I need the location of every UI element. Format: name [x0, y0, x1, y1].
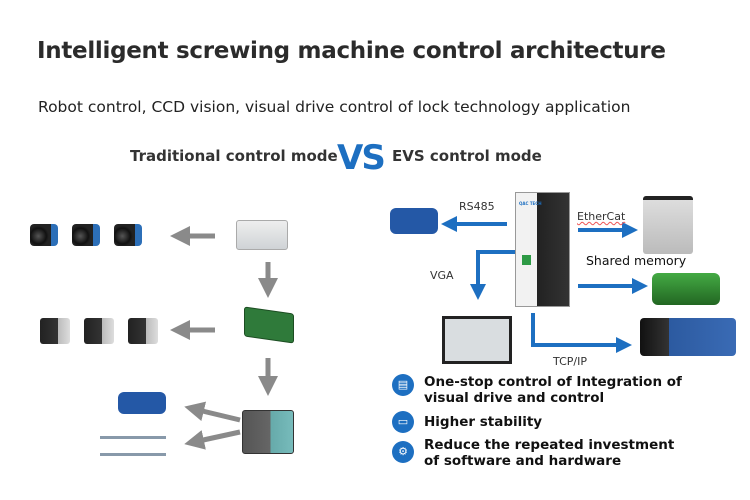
ethercat-label: EtherCat — [577, 210, 626, 223]
camera-group — [30, 224, 142, 246]
tcpip-label: TCP/IP — [553, 355, 587, 368]
arrow-tcpip — [531, 313, 632, 353]
servo-motor-icon — [128, 318, 158, 344]
camera-icon — [30, 224, 58, 246]
industrial-cameras-icon — [640, 318, 736, 356]
benefit-text: Higher stability — [424, 414, 543, 430]
vga-label: VGA — [430, 269, 454, 282]
network-gear-icon: ⚙ — [392, 441, 414, 463]
arrow-vga — [470, 250, 515, 300]
subtitle: Robot control, CCD vision, visual drive … — [38, 98, 631, 116]
plc-icon — [242, 410, 294, 454]
rs485-label: RS485 — [459, 200, 495, 213]
calendar-icon: ▭ — [392, 411, 414, 433]
io-module-icon — [100, 436, 166, 456]
driver-icon — [118, 392, 166, 414]
hmi-touchscreen-icon — [442, 316, 512, 364]
brand-label: QAC TECH — [519, 201, 542, 206]
memory-module-icon — [652, 273, 720, 305]
motor-group — [40, 318, 158, 344]
camera-icon — [72, 224, 100, 246]
benefit-item: ▭ Higher stability — [392, 411, 692, 433]
benefit-text: One-stop control of Integration of visua… — [424, 374, 682, 406]
arrow-plc-to-io — [184, 429, 241, 450]
camera-icon — [114, 224, 142, 246]
servo-motor-icon — [40, 318, 70, 344]
evs-controller: QAC TECH — [515, 192, 570, 307]
scara-robot-icon — [643, 196, 693, 254]
benefit-item: ▤ One-stop control of Integration of vis… — [392, 374, 692, 406]
evs-mode-heading: EVS control mode — [392, 147, 542, 165]
vs-label: VS — [337, 138, 386, 178]
terminal-block — [522, 255, 531, 265]
benefit-text: Reduce the repeated investment of softwa… — [424, 437, 675, 469]
benefit-item: ⚙ Reduce the repeated investment of soft… — [392, 437, 692, 469]
page-title: Intelligent screwing machine control arc… — [37, 38, 666, 64]
clipboard-icon: ▤ — [392, 374, 414, 396]
benefits-list: ▤ One-stop control of Integration of vis… — [392, 374, 692, 469]
servo-motor-icon — [84, 318, 114, 344]
industrial-pc-icon — [236, 220, 288, 250]
traditional-mode-heading: Traditional control mode — [130, 147, 338, 165]
driver-icon — [390, 208, 438, 234]
arrow-plc-to-driver — [184, 401, 241, 423]
shared-memory-label: Shared memory — [586, 253, 687, 268]
